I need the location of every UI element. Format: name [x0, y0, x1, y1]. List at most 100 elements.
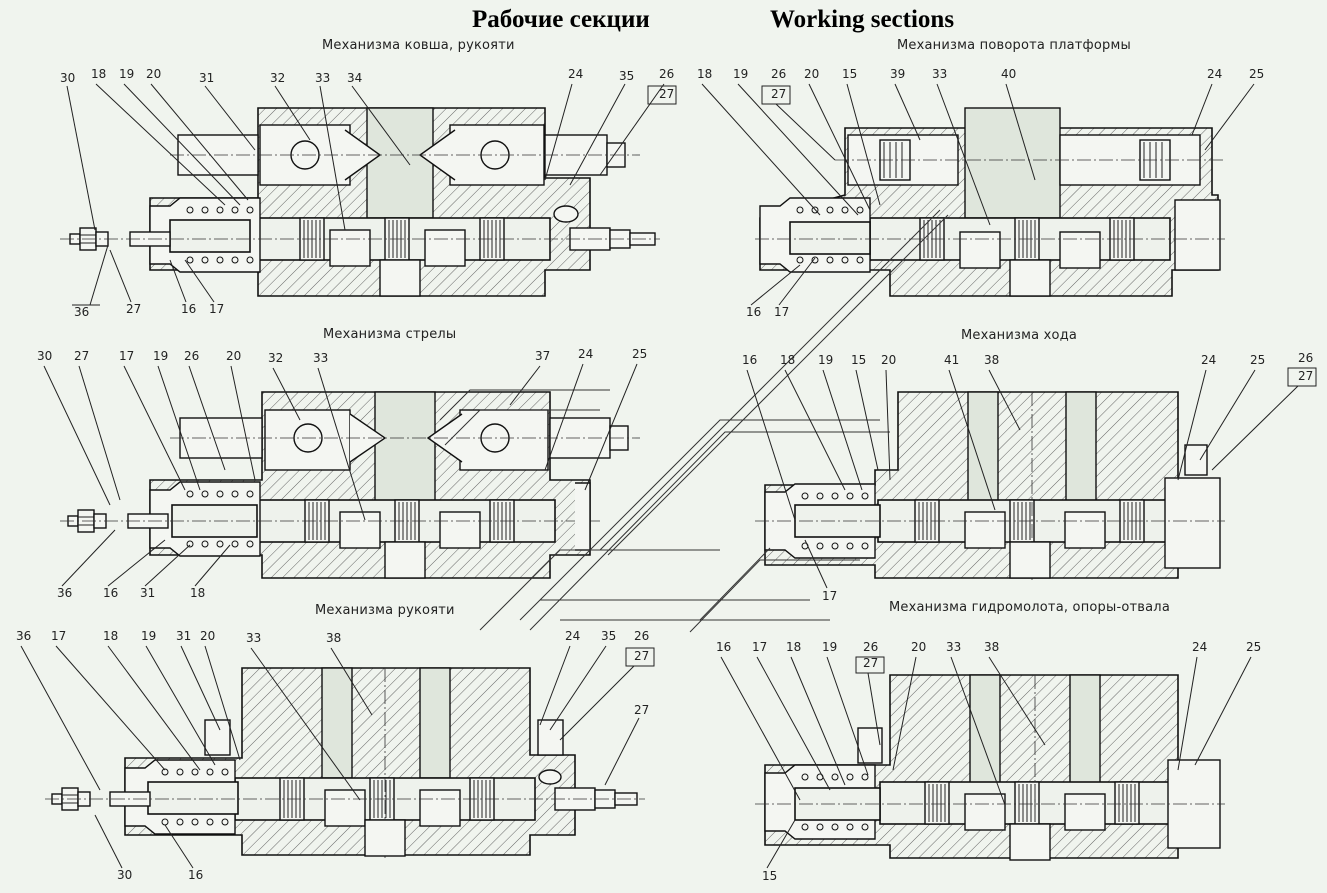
callout-20: 20: [881, 353, 896, 367]
callout-39: 39: [890, 67, 905, 81]
section-bucket-handle: [60, 107, 660, 297]
callout-38: 38: [326, 631, 341, 645]
callout-18: 18: [190, 586, 205, 600]
callout-20: 20: [146, 67, 161, 81]
callout-41: 41: [944, 353, 959, 367]
callout-19: 19: [153, 349, 168, 363]
callout-31: 31: [199, 71, 214, 85]
callout-27: 27: [634, 649, 649, 663]
section-title-bucket-handle: Механизма ковша, рукояти: [322, 38, 515, 53]
callout-17: 17: [119, 349, 134, 363]
title-en: Working sections: [770, 6, 955, 33]
section-travel: [755, 391, 1225, 580]
callout-17: 17: [209, 302, 224, 316]
callout-25: 25: [632, 347, 647, 361]
callout-18: 18: [786, 640, 801, 654]
callouts-section-4: 16 18 19 15 20 41 38 24 25 26 27 17: [742, 351, 1317, 603]
callout-26: 26: [771, 67, 786, 81]
callout-27: 27: [74, 349, 89, 363]
callout-31: 31: [176, 629, 191, 643]
callout-15: 15: [851, 353, 866, 367]
section-title-hammer-blade: Механизма гидромолота, опоры-отвала: [889, 600, 1170, 615]
callout-25: 25: [1250, 353, 1265, 367]
section-hammer-blade: [755, 674, 1225, 861]
callout-24: 24: [578, 347, 593, 361]
callout-25: 25: [1249, 67, 1264, 81]
section-platform-swing: [755, 107, 1225, 297]
callout-20: 20: [226, 349, 241, 363]
callout-26: 26: [659, 67, 674, 81]
callout-24: 24: [1201, 353, 1216, 367]
callout-38: 38: [984, 353, 999, 367]
callout-16: 16: [181, 302, 196, 316]
callout-16: 16: [746, 305, 761, 319]
callout-27: 27: [863, 656, 878, 670]
callout-19: 19: [822, 640, 837, 654]
callout-20: 20: [911, 640, 926, 654]
callout-19: 19: [818, 353, 833, 367]
callout-27: 27: [659, 87, 674, 101]
callout-38: 38: [984, 640, 999, 654]
callout-24: 24: [1207, 67, 1222, 81]
callout-27b: 27: [126, 302, 141, 316]
callout-31: 31: [140, 586, 155, 600]
callout-27b: 27: [634, 703, 649, 717]
section-boom: [60, 391, 640, 579]
callouts-section-2: 18 19 26 27 20 15 39 33 40 24 25 16 17: [697, 67, 1264, 319]
callouts-section-1: 30 18 19 20 31 32 33 34 24 35 26 27 36 2…: [60, 67, 677, 319]
callout-17: 17: [51, 629, 66, 643]
callout-19: 19: [119, 67, 134, 81]
callout-18: 18: [697, 67, 712, 81]
callout-33: 33: [932, 67, 947, 81]
callout-19: 19: [141, 629, 156, 643]
callout-26: 26: [1298, 351, 1313, 365]
callout-18: 18: [91, 67, 106, 81]
callout-17: 17: [822, 589, 837, 603]
callout-20: 20: [200, 629, 215, 643]
callout-25: 25: [1246, 640, 1261, 654]
callout-18: 18: [103, 629, 118, 643]
callout-17: 17: [752, 640, 767, 654]
callout-24: 24: [568, 67, 583, 81]
callout-26: 26: [634, 629, 649, 643]
callout-27: 27: [1298, 369, 1313, 383]
title-ru: Рабочие секции: [472, 6, 650, 33]
callout-17: 17: [774, 305, 789, 319]
callout-32: 32: [268, 351, 283, 365]
callout-20: 20: [804, 67, 819, 81]
callout-24: 24: [1192, 640, 1207, 654]
callout-18: 18: [780, 353, 795, 367]
callout-35: 35: [601, 629, 616, 643]
section-title-boom: Механизма стрелы: [323, 327, 457, 342]
section-title-platform-swing: Механизма поворота платформы: [897, 38, 1131, 53]
callout-36: 36: [57, 586, 72, 600]
callout-15: 15: [762, 869, 777, 883]
callout-30: 30: [117, 868, 132, 882]
callout-33: 33: [946, 640, 961, 654]
callouts-section-5: 36 17 18 19 31 20 33 38 24 35 26 27 27 3…: [16, 629, 655, 882]
callout-16: 16: [742, 353, 757, 367]
callout-15: 15: [842, 67, 857, 81]
callout-32: 32: [270, 71, 285, 85]
section-title-travel: Механизма хода: [961, 328, 1078, 343]
callout-37: 37: [535, 349, 550, 363]
callout-16: 16: [716, 640, 731, 654]
callout-26: 26: [863, 640, 878, 654]
callouts-section-3: 30 27 17 19 26 20 32 33 37 24 25 36 16 3…: [37, 347, 647, 600]
callout-36: 36: [16, 629, 31, 643]
callout-27: 27: [771, 87, 786, 101]
callout-19: 19: [733, 67, 748, 81]
callout-26: 26: [184, 349, 199, 363]
callout-16: 16: [103, 586, 118, 600]
callout-30: 30: [60, 71, 75, 85]
callout-36: 36: [74, 305, 89, 319]
callout-33: 33: [313, 351, 328, 365]
callout-24: 24: [565, 629, 580, 643]
callout-33: 33: [246, 631, 261, 645]
callouts-section-6: 16 17 18 19 26 27 20 33 38 24 25 15: [716, 640, 1261, 883]
callout-40: 40: [1001, 67, 1016, 81]
callout-16: 16: [188, 868, 203, 882]
callout-30: 30: [37, 349, 52, 363]
